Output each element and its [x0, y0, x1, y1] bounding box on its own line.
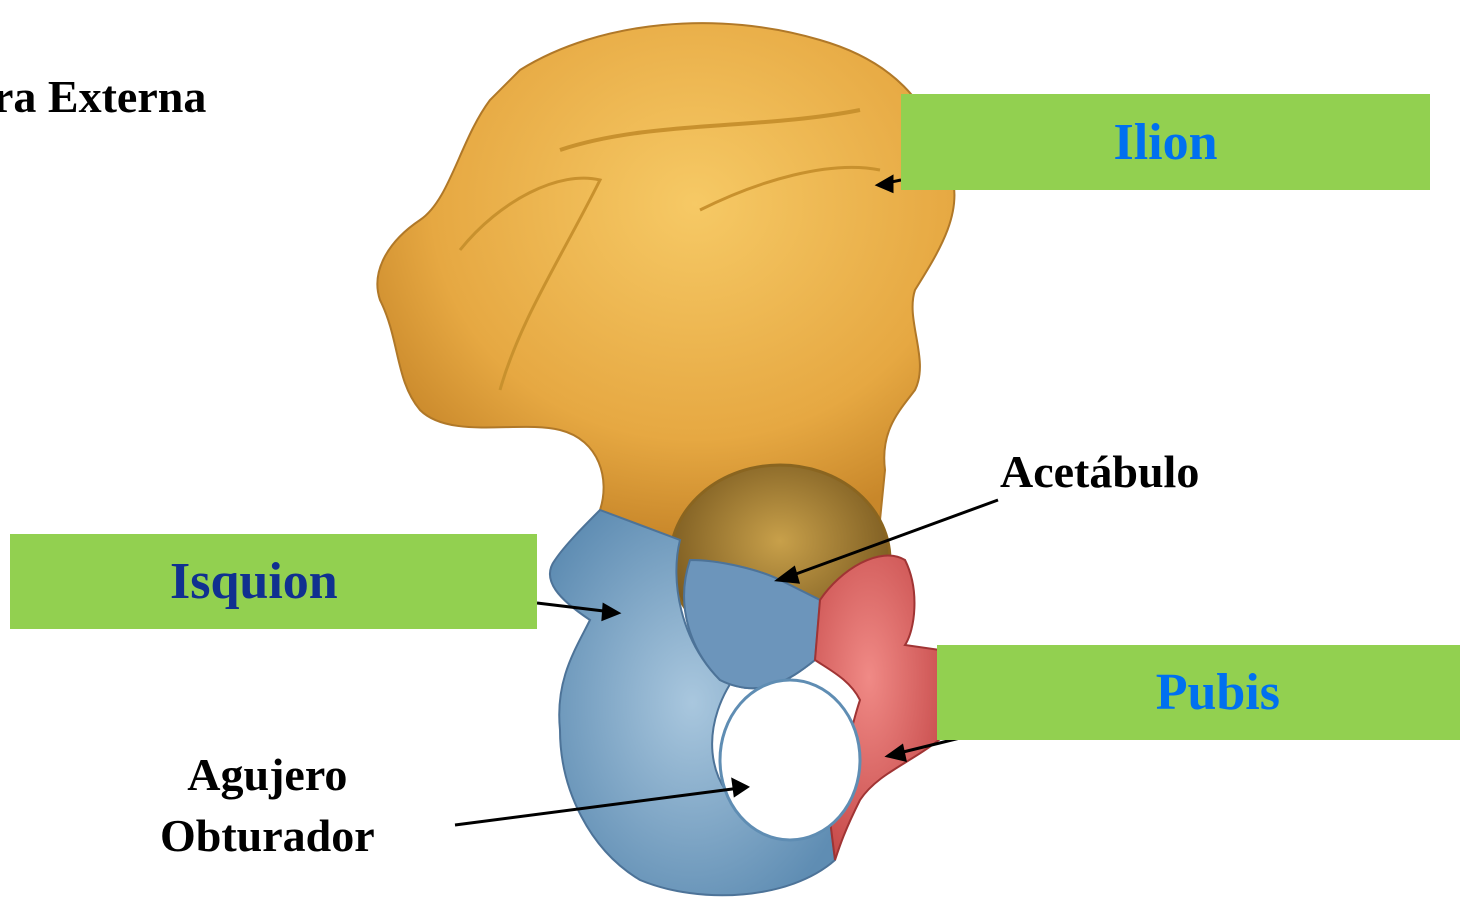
- label-agujero-line1: Agujero: [160, 745, 375, 806]
- label-pubis: Pubis: [937, 645, 1460, 740]
- label-agujero-obturador: Agujero Obturador: [160, 745, 375, 866]
- label-acetabulo: Acetábulo: [1000, 445, 1199, 498]
- label-isquion: Isquion: [10, 534, 537, 629]
- label-agujero-line2: Obturador: [160, 806, 375, 867]
- ilion-region: [377, 23, 954, 540]
- label-ilion: Ilion: [901, 94, 1430, 190]
- obturator-foramen: [720, 680, 860, 840]
- page-title: ara Externa: [0, 70, 206, 123]
